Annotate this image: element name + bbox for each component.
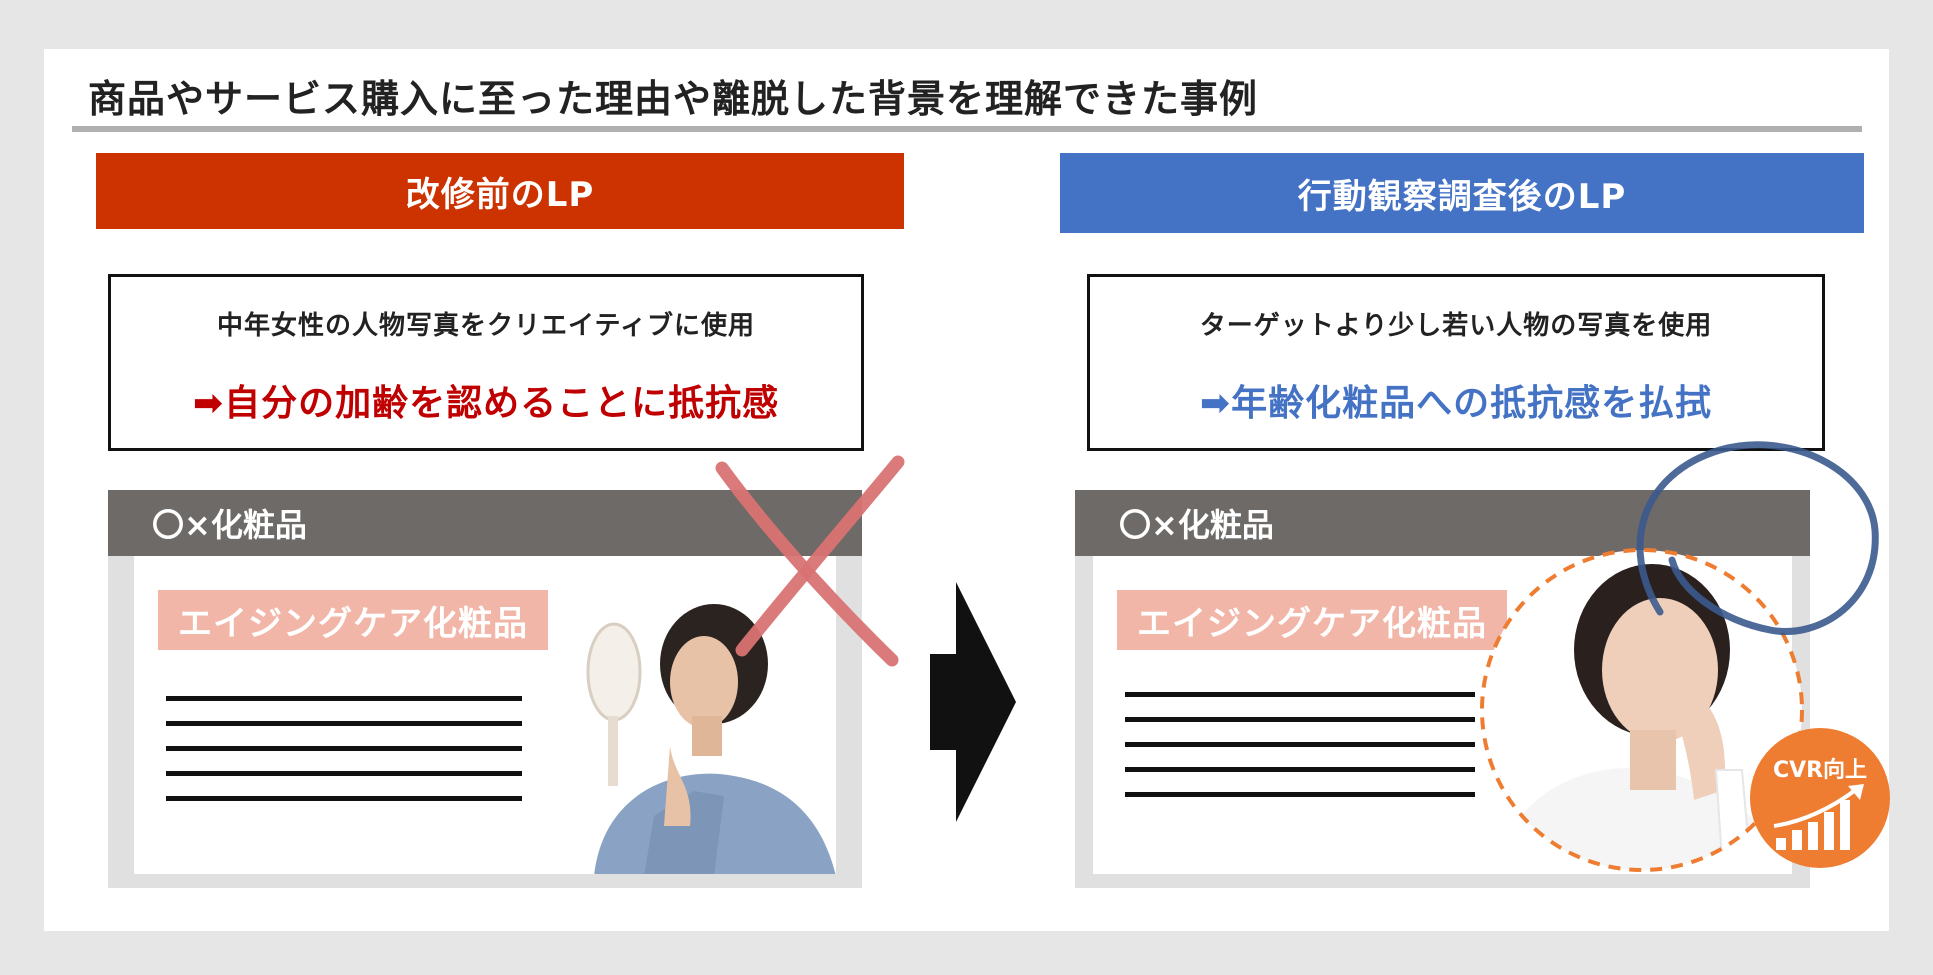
right-arrow-icon xyxy=(930,582,1016,822)
cvr-badge: CVR向上 xyxy=(1750,728,1890,868)
before-note-line1: 中年女性の人物写真をクリエイティブに使用 xyxy=(217,311,755,341)
after-header: 行動観察調査後のLP xyxy=(1060,153,1864,233)
growth-chart-icon xyxy=(1773,784,1864,850)
after-product-label: エイジングケア化粧品 xyxy=(1117,590,1507,650)
after-note-line2: ➡年齢化粧品への抵抗感を払拭 xyxy=(1199,383,1713,424)
before-note: 中年女性の人物写真をクリエイティブに使用 ➡自分の加齢を認めることに抵抗感 xyxy=(108,274,864,451)
after-text-lines xyxy=(1125,692,1475,817)
before-product-label: エイジングケア化粧品 xyxy=(158,590,548,650)
page-title: 商品やサービス購入に至った理由や離脱した背景を理解できた事例 xyxy=(88,77,1259,121)
before-header: 改修前のLP xyxy=(96,153,904,229)
cvr-badge-label: CVR向上 xyxy=(1772,758,1868,783)
before-lp-mock: 〇×化粧品 エイジングケア化粧品 xyxy=(108,490,862,888)
before-lp-site-name: 〇×化粧品 xyxy=(108,490,862,556)
after-note-line1: ターゲットより少し若い人物の写真を使用 xyxy=(1199,311,1713,341)
before-text-lines xyxy=(166,696,522,821)
title-divider xyxy=(72,126,1862,132)
before-lp-body: エイジングケア化粧品 xyxy=(134,556,836,874)
before-note-line2: ➡自分の加齢を認めることに抵抗感 xyxy=(192,383,780,424)
after-note: ターゲットより少し若い人物の写真を使用 ➡年齢化粧品への抵抗感を払拭 xyxy=(1087,274,1825,451)
middle-aged-woman-photo xyxy=(586,604,836,874)
